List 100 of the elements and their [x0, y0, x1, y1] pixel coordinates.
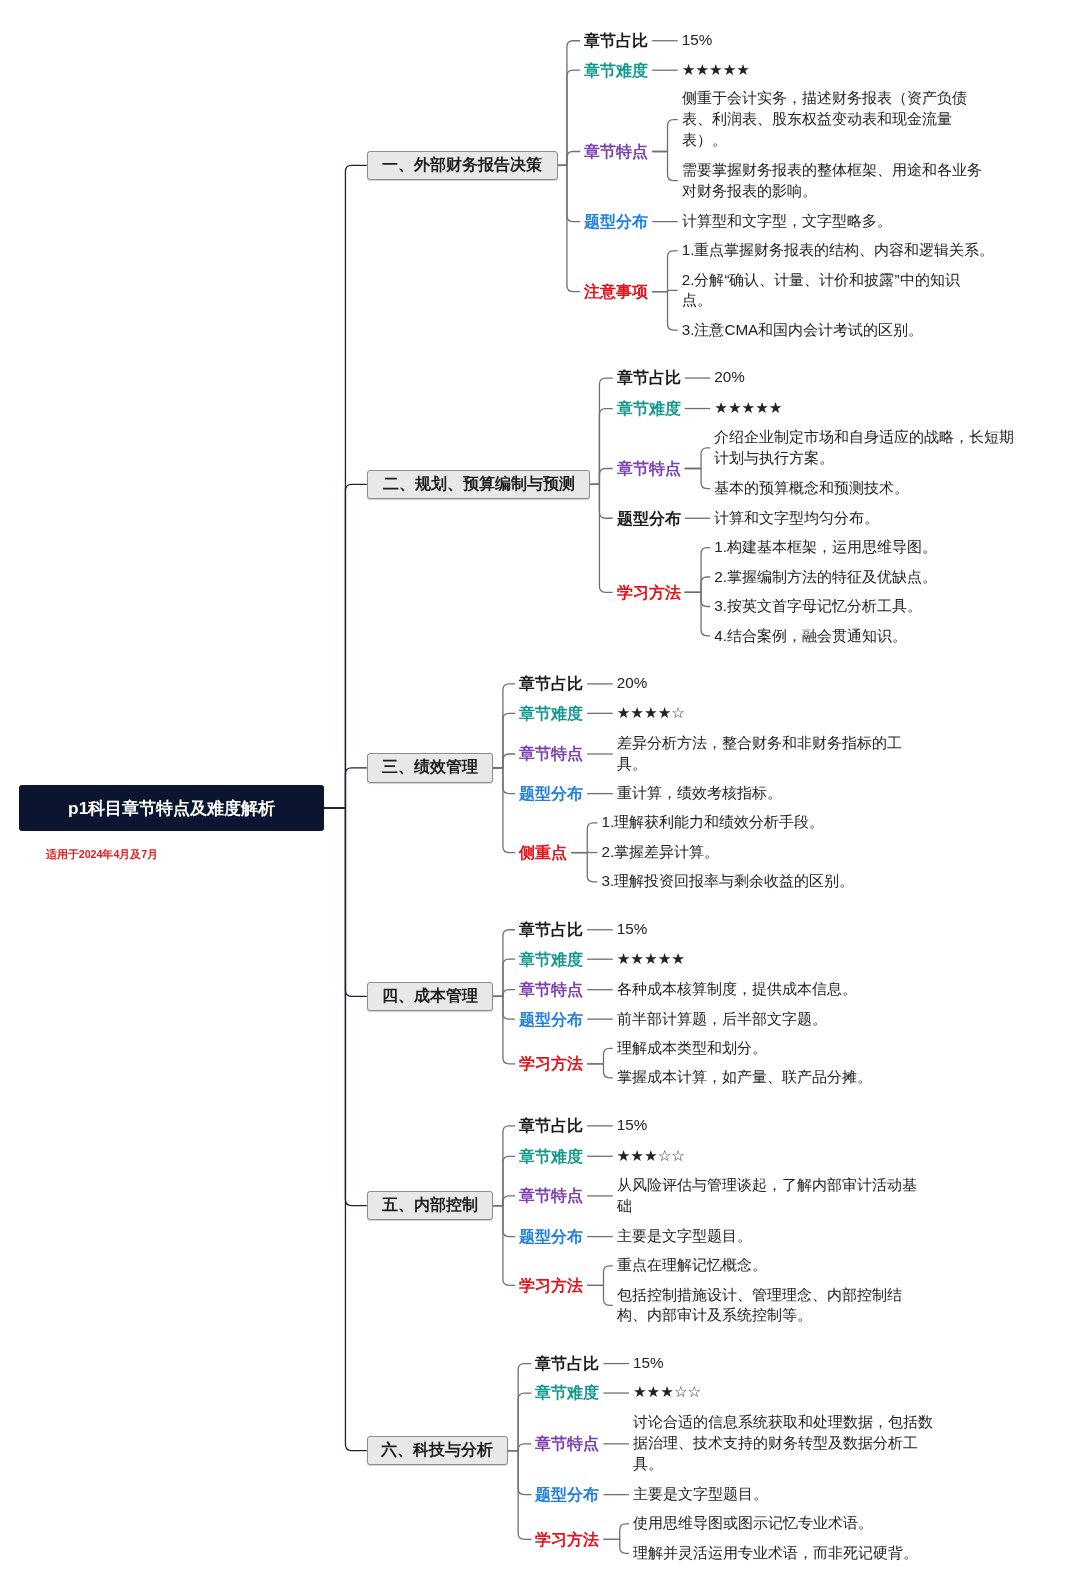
star-rating: ★★★★☆	[612, 702, 689, 724]
category-label: 题型分布	[531, 1484, 604, 1506]
branch-line	[602, 1494, 630, 1496]
branch-line	[492, 767, 516, 854]
branch-line	[602, 1443, 630, 1445]
branch-line	[586, 1063, 614, 1079]
detail-text: 3.按英文首字母记忆分析工具。	[710, 596, 926, 617]
category-label: 章节占比	[515, 673, 588, 695]
detail-text: 从风险评估与管理谈起，了解内部审计活动基础	[612, 1174, 934, 1217]
category-label: 学习方法	[515, 1053, 588, 1075]
star-rating: ★★★★★	[710, 397, 787, 419]
branch-line	[586, 1195, 614, 1197]
category-label: 章节特点	[515, 979, 588, 1001]
branch-line	[651, 69, 679, 71]
detail-text: 基本的预算概念和预测技术。	[710, 478, 914, 500]
branch-line	[684, 517, 711, 519]
branch-line	[586, 989, 614, 991]
category-label: 章节占比	[515, 1115, 588, 1137]
category-label: 章节占比	[531, 1352, 604, 1375]
detail-text: 理解成本类型和划分。	[612, 1038, 771, 1059]
category-label: 题型分布	[515, 783, 588, 805]
detail-text: 4.结合案例，融会贯通知识。	[710, 625, 911, 647]
detail-text: 重点在理解记忆概念。	[612, 1255, 771, 1277]
detail-text: 20%	[710, 367, 749, 389]
topic-box: 四、成本管理	[366, 981, 493, 1012]
detail-text: 使用思维导图或图示记忆专业术语。	[628, 1513, 877, 1535]
detail-text: 理解并灵活运用专业术语，而非死记硬背。	[628, 1542, 922, 1564]
star-rating: ★★★★★	[612, 948, 689, 970]
star-rating: ★★★☆☆	[628, 1382, 706, 1404]
category-label: 题型分布	[580, 211, 653, 233]
category-label: 章节特点	[515, 1185, 588, 1207]
category-label: 章节难度	[515, 1145, 588, 1167]
detail-text: 侧重于会计实务，描述财务报表（资产负债表、利润表、股东权益变动表和现金流量表）。	[677, 88, 983, 151]
detail-text: 计算和文字型均匀分布。	[710, 507, 884, 529]
detail-text: 重计算，绩效考核指标。	[612, 783, 786, 804]
detail-text: 主要是文字型题目。	[612, 1225, 756, 1247]
topic-box: 三、绩效管理	[366, 753, 493, 783]
category-label: 章节占比	[612, 367, 685, 389]
category-label: 学习方法	[531, 1528, 604, 1550]
detail-text: 2.掌握编制方法的特征及优缺点。	[710, 566, 941, 588]
category-label: 章节特点	[612, 457, 685, 480]
detail-text: 前半部计算题，后半部文字题。	[612, 1008, 831, 1030]
topic-box: 一、外部财务报告决策	[366, 150, 558, 181]
detail-text: 20%	[612, 673, 652, 695]
branch-line	[651, 150, 679, 182]
detail-text: 介绍企业制定市场和自身适应的战略，长短期计划与执行方案。	[710, 427, 1032, 469]
branch-line	[684, 407, 711, 410]
detail-text: 差异分析方法，整合财务和非财务指标的工具。	[612, 732, 918, 775]
detail-text: 计算型和文字型，文字型略多。	[677, 211, 896, 232]
category-label: 章节难度	[515, 702, 588, 724]
branch-line	[586, 683, 614, 685]
detail-text: 1.理解获利能力和绩效分析手段。	[597, 812, 829, 834]
star-rating: ★★★☆☆	[612, 1145, 689, 1167]
category-label: 章节占比	[580, 30, 653, 52]
category-label: 章节难度	[612, 397, 685, 420]
branch-line	[586, 1125, 614, 1127]
branch-line	[586, 1284, 614, 1307]
branch-line	[586, 1235, 614, 1238]
detail-text: 15%	[612, 1115, 652, 1137]
category-label: 章节难度	[580, 59, 653, 81]
detail-text: 15%	[628, 1352, 668, 1374]
detail-text: 2.分解“确认、计量、计价和披露”中的知识点。	[677, 269, 975, 312]
branch-line	[586, 712, 614, 714]
branch-line	[570, 851, 599, 883]
detail-text: 各种成本核算制度，提供成本信息。	[612, 979, 861, 1000]
detail-text: 主要是文字型题目。	[628, 1484, 772, 1505]
branch-line	[586, 1155, 614, 1157]
topic-box: 五、内部控制	[366, 1190, 493, 1221]
category-label: 学习方法	[515, 1274, 588, 1296]
branch-line	[684, 591, 711, 637]
detail-text: 讨论合适的信息系统获取和处理数据，包括数据治理、技术支持的财务转型及数据分析工具。	[628, 1412, 950, 1475]
branch-line	[651, 220, 679, 223]
detail-text: 3.理解投资回报率与剩余收益的区别。	[597, 871, 859, 893]
detail-text: 1.重点掌握财务报表的结构、内容和逻辑关系。	[677, 240, 999, 262]
branch-line	[586, 929, 614, 931]
detail-text: 掌握成本计算，如产量、联产品分摊。	[612, 1067, 876, 1089]
branch-line	[651, 40, 679, 42]
branch-line	[586, 753, 614, 755]
category-label: 学习方法	[612, 581, 685, 604]
detail-text: 3.注意CMA和国内会计考试的区别。	[677, 319, 928, 341]
category-label: 章节占比	[515, 919, 588, 941]
branch-line	[586, 958, 614, 960]
detail-text: 包括控制措施设计、管理理念、内部控制结构、内部审计及系统控制等。	[612, 1284, 918, 1327]
category-label: 章节难度	[515, 948, 588, 970]
topic-box: 六、科技与分析	[366, 1435, 508, 1466]
detail-text: 需要掌握财务报表的整体框架、用途和各业务对财务报表的影响。	[677, 159, 999, 202]
category-label: 章节难度	[531, 1382, 604, 1404]
branch-line	[602, 1362, 630, 1365]
branch-line	[586, 792, 614, 795]
detail-text: 1.构建基本框架，运用思维导图。	[710, 537, 941, 558]
category-label: 注意事项	[580, 281, 653, 303]
detail-text: 15%	[677, 30, 717, 51]
topic-box: 二、规划、预算编制与预测	[366, 469, 591, 500]
branch-line	[602, 1392, 630, 1394]
star-rating: ★★★★★	[677, 59, 754, 81]
branch-line	[684, 377, 711, 379]
category-label: 章节特点	[580, 140, 653, 163]
title-box: p1科目章节特点及难度解析	[19, 785, 325, 831]
category-label: 题型分布	[515, 1008, 588, 1030]
branch-line	[602, 1538, 630, 1554]
